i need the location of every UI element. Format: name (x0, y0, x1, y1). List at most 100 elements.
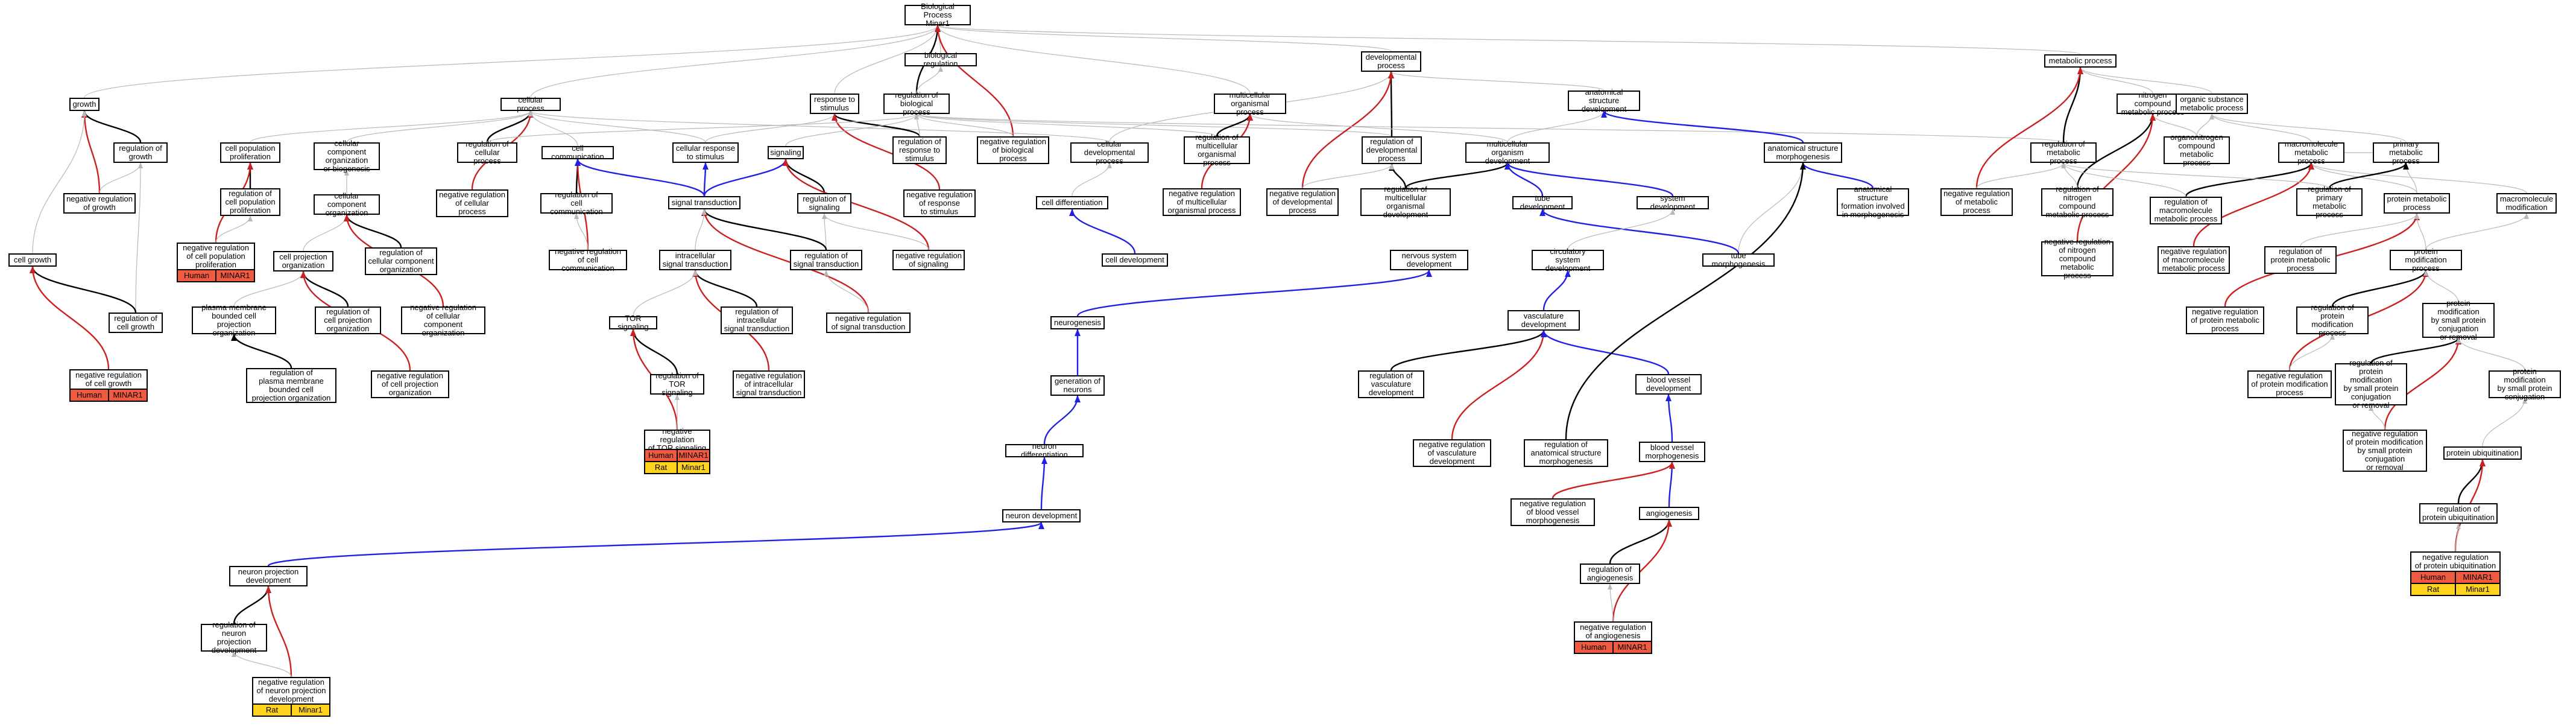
go-term-regnpd[interactable]: regulation of neuron projection developm… (201, 621, 267, 655)
go-term-negregsig[interactable]: negative regulation of signaling (892, 250, 965, 270)
go-term-negregcco[interactable]: negative regulation of cellular componen… (401, 303, 485, 337)
go-term-primary[interactable]: primary metabolic process (2373, 140, 2439, 165)
go-term-nsd[interactable]: nervous system development (1390, 250, 1468, 270)
go-term-regvascdev[interactable]: regulation of vasculature development (1358, 370, 1424, 398)
go-term-resp[interactable]: response to stimulus (810, 94, 859, 114)
go-term-angio[interactable]: angiogenesis (1639, 507, 1699, 520)
go-term-regcellgrowth[interactable]: regulation of cell growth (109, 313, 163, 333)
go-term-metab[interactable]: metabolic process (2044, 54, 2117, 68)
go-term-regcco[interactable]: regulation of cellular component organiz… (365, 247, 437, 275)
go-term-negregprotubi[interactable]: negative regulation of protein ubiquitin… (2410, 551, 2501, 572)
go-term-asm[interactable]: anatomical structure morphogenesis (1764, 142, 1842, 163)
go-term-regncmp[interactable]: regulation of nitrogen compound metaboli… (2041, 185, 2114, 219)
go-term-negregsigtrans[interactable]: negative regulation of signal transducti… (826, 313, 911, 333)
go-term-negregvasc[interactable]: negative regulation of vasculature devel… (1413, 439, 1491, 467)
go-term-cpo[interactable]: cell projection organization (273, 251, 333, 271)
go-term-sysdev[interactable]: system development (1637, 194, 1709, 211)
go-term-vascdev[interactable]: vasculature development (1507, 310, 1580, 331)
go-term-regmetab[interactable]: regulation of metabolic process (2030, 140, 2097, 165)
go-term-cellresp[interactable]: cellular response to stimulus (672, 142, 739, 163)
go-term-neurondev[interactable]: neuron development (1002, 509, 1081, 522)
go-term-negregnpd[interactable]: negative regulation of neuron projection… (252, 677, 330, 705)
go-term-neurogen[interactable]: neurogenesis (1050, 316, 1105, 329)
go-term-negregpmod[interactable]: negative regulation of protein modificat… (2247, 370, 2332, 398)
go-term-celldiff[interactable]: cell differentiation (1036, 196, 1108, 209)
go-term-multi[interactable]: multicellular organismal process (1214, 91, 1286, 116)
go-term-negregmop[interactable]: negative regulation of multicellular org… (1163, 188, 1241, 216)
go-term-regmmp[interactable]: regulation of macromolecule metabolic pr… (2150, 197, 2222, 224)
go-term-onmetab[interactable]: organonitrogen compound metabolic proces… (2164, 133, 2230, 167)
go-term-pmsp[interactable]: protein modification by small protein co… (2422, 299, 2495, 341)
go-term-negregpmp[interactable]: negative regulation of protein metabolic… (2186, 306, 2264, 334)
go-term-negregcc[interactable]: negative regulation of cell communicatio… (549, 247, 627, 273)
go-term-negregpmsp[interactable]: negative regulation of protein modificat… (2343, 430, 2427, 472)
go-term-negregncmp[interactable]: negative regulation of nitrogen compound… (2041, 238, 2114, 280)
go-term-regcp[interactable]: regulation of cellular process (457, 140, 517, 165)
go-term-celldev[interactable]: cellular developmental process (1070, 140, 1149, 165)
go-term-pmspc[interactable]: protein modification by small protein co… (2489, 367, 2561, 401)
go-term-negregbp[interactable]: negative regulation of biological proces… (977, 136, 1049, 164)
go-term-negregcellgrowth[interactable]: negative regulation of cell growth (69, 369, 148, 390)
go-term-signtrans[interactable]: signal transduction (668, 196, 740, 209)
go-term-cco[interactable]: cellular component organization (314, 192, 380, 217)
go-term-regcpo[interactable]: regulation of cell projection organizati… (315, 306, 381, 334)
go-term-growth[interactable]: growth (69, 98, 99, 111)
go-term-regpmod[interactable]: regulation of protein modification proce… (2296, 303, 2369, 337)
go-term-regbp[interactable]: regulation of biological process (883, 91, 950, 116)
go-term-regintrasig[interactable]: regulation of intracellular signal trans… (721, 306, 793, 334)
go-term-intrasig[interactable]: intracellular signal transduction (659, 250, 731, 270)
go-term-bp[interactable]: Biological Process Minar1 (904, 2, 971, 28)
go-term-bvd[interactable]: blood vessel development (1635, 374, 1702, 395)
go-term-negregbvm[interactable]: negative regulation of blood vessel morp… (1511, 498, 1595, 526)
go-term-regcc[interactable]: regulation of cell communication (540, 191, 613, 216)
go-term-regmod[interactable]: regulation of multicellular organismal d… (1360, 185, 1451, 219)
go-term-neurdiff[interactable]: neuron differentiation (1005, 442, 1084, 459)
go-term-celldevn[interactable]: cell development (1102, 253, 1168, 267)
go-term-negregintrasig[interactable]: negative regulation of intracellular sig… (733, 370, 805, 398)
go-term-protmetab[interactable]: protein metabolic process (2384, 193, 2450, 214)
go-term-regpmp[interactable]: regulation of primary metabolic process (2296, 185, 2363, 219)
go-term-ccob[interactable]: cellular component organization or bioge… (314, 139, 380, 173)
go-term-negregmmp[interactable]: negative regulation of macromolecule met… (2158, 246, 2230, 274)
go-term-negregresp[interactable]: negative regulation of response to stimu… (903, 189, 976, 217)
go-term-breg[interactable]: biological regulation (904, 51, 977, 68)
go-term-tubemorph[interactable]: tube morphogenesis (1702, 252, 1775, 268)
go-term-regdev[interactable]: regulation of developmental process (1362, 136, 1422, 164)
go-term-regangio[interactable]: regulation of angiogenesis (1580, 564, 1640, 584)
go-term-asd[interactable]: anatomical structure development (1568, 88, 1640, 113)
go-term-regcpp[interactable]: regulation of cell population proliferat… (220, 188, 280, 216)
go-term-tor[interactable]: TOR signaling (609, 314, 657, 331)
go-term-negregcp[interactable]: negative regulation of cellular process (436, 189, 508, 217)
go-term-pmbcpo[interactable]: plasma membrane bounded cell projection … (192, 303, 276, 337)
go-term-regasm[interactable]: regulation of anatomical structure morph… (1524, 439, 1608, 467)
go-term-regtor[interactable]: regulation of TOR signaling (650, 372, 704, 397)
go-term-negregcpp[interactable]: negative regulation of cell population p… (177, 243, 255, 270)
go-term-regsigtrans[interactable]: regulation of signal transduction (790, 250, 862, 270)
go-term-protmod[interactable]: protein modification process (2390, 247, 2462, 273)
go-term-csd[interactable]: circulatory system development (1532, 247, 1604, 273)
go-term-negregtor[interactable]: negative regulation of TOR signaling (644, 427, 710, 452)
go-term-regresp[interactable]: regulation of response to stimulus (892, 136, 947, 164)
go-term-signaling[interactable]: signaling (768, 146, 804, 159)
go-term-macromod[interactable]: macromolecule modification (2496, 193, 2557, 214)
go-term-negreggrowth[interactable]: negative regulation of growth (63, 193, 136, 214)
go-term-regpmsp[interactable]: regulation of protein modification by sm… (2335, 359, 2407, 410)
go-term-cellgrowth[interactable]: cell growth (8, 253, 57, 267)
go-term-regsig[interactable]: regulation of signaling (797, 193, 851, 214)
go-term-negregmetab[interactable]: negative regulation of metabolic process (1940, 188, 2013, 216)
go-term-genneur[interactable]: generation of neurons (1050, 375, 1105, 396)
go-term-mod[interactable]: multicellular organism development (1465, 140, 1550, 165)
go-term-negregangio[interactable]: negative regulation of angiogenesis (1574, 621, 1652, 642)
go-term-tubedev[interactable]: tube development (1512, 194, 1573, 211)
go-term-macro[interactable]: macromolecule metabolic process (2278, 140, 2344, 165)
go-term-negregdev[interactable]: negative regulation of developmental pro… (1266, 188, 1339, 216)
go-term-regpmbcpo[interactable]: regulation of plasma membrane bounded ce… (246, 368, 336, 403)
go-term-npd[interactable]: neuron projection development (229, 566, 308, 586)
go-term-orgsub[interactable]: organic substance metabolic process (2176, 94, 2248, 114)
go-term-protubi[interactable]: protein ubiquitination (2443, 446, 2522, 460)
go-term-regmop[interactable]: regulation of multicellular organismal p… (1184, 133, 1250, 167)
go-term-cpp[interactable]: cell population proliferation (220, 142, 280, 163)
go-term-regprotmetab[interactable]: regulation of protein metabolic process (2264, 246, 2337, 274)
go-term-cellcomm[interactable]: cell communication (541, 144, 614, 161)
go-term-asfim[interactable]: anatomical structure formation involved … (1837, 185, 1909, 219)
